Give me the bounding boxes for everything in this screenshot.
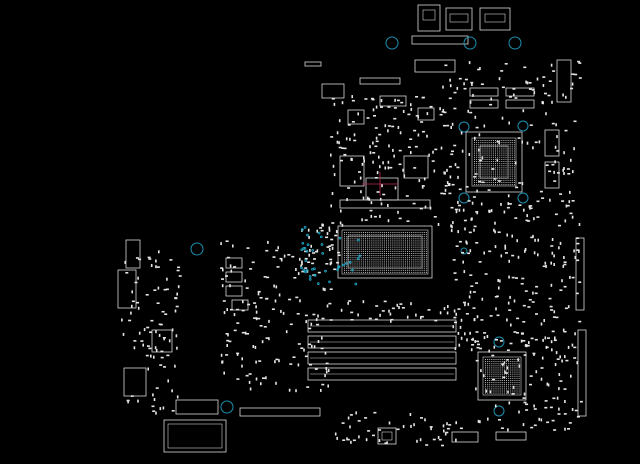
left-components[interactable]	[117, 239, 321, 453]
memory-slots[interactable]	[307, 319, 457, 381]
vias	[300, 226, 361, 286]
right-components[interactable]	[469, 59, 587, 417]
mounting-holes	[190, 36, 529, 417]
upper-cluster[interactable]	[339, 95, 435, 209]
smd-pads	[121, 60, 583, 447]
bottom-components[interactable]	[377, 427, 527, 445]
top-connectors[interactable]	[304, 4, 511, 99]
